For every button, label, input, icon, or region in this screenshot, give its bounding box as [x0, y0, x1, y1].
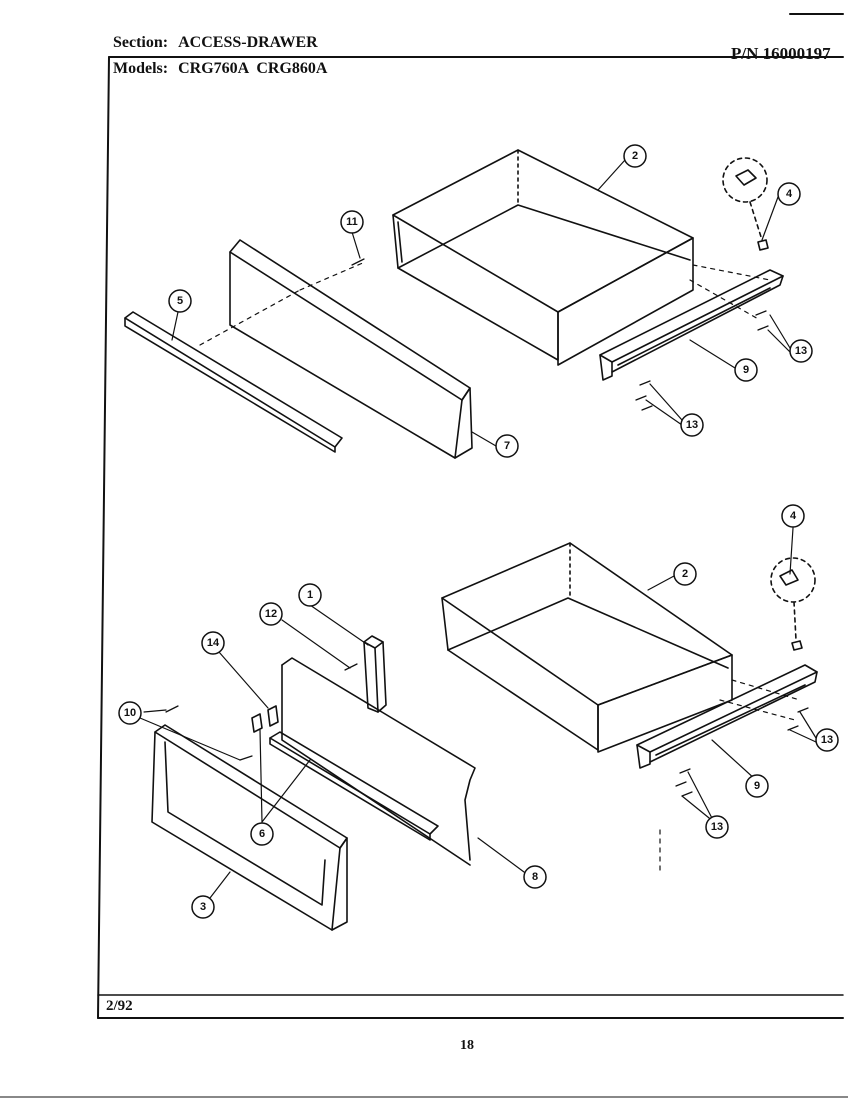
callout-4-top: 4 — [786, 188, 793, 200]
callout-13-bottom-lower: 13 — [711, 821, 723, 833]
drawer-rear-panel — [269, 657, 476, 866]
callout-2-top: 2 — [632, 150, 638, 162]
part-number: P/N 16000197 — [731, 44, 831, 63]
callout-10: 10 — [124, 707, 136, 719]
section-heading: Section: ACCESS-DRAWER — [113, 34, 318, 52]
models-heading: Models: CRG760A CRG860A — [113, 60, 327, 78]
page-number: 18 — [460, 1038, 474, 1053]
drawer-body-bottom — [441, 542, 733, 753]
callout-4-bottom: 4 — [790, 510, 797, 522]
callout-2-bottom: 2 — [682, 568, 688, 580]
section-label: Section: — [113, 34, 169, 51]
callout-9-top: 9 — [743, 364, 749, 376]
callout-13-top-right: 13 — [795, 345, 807, 357]
callout-6: 6 — [259, 828, 265, 840]
page-frame — [0, 13, 848, 1098]
bracket-detail-top — [722, 157, 769, 251]
drawer-front-panel-top — [229, 239, 473, 459]
callout-12: 12 — [265, 608, 277, 620]
revision-date: 2/92 — [106, 998, 133, 1014]
callout-14: 14 — [207, 637, 220, 649]
callout-8: 8 — [532, 871, 538, 883]
support-post — [363, 635, 387, 713]
callout-13-top-lower: 13 — [686, 419, 698, 431]
callout-5: 5 — [177, 295, 183, 307]
callout-3: 3 — [200, 901, 206, 913]
slide-rail-bottom — [636, 664, 818, 769]
callout-1: 1 — [307, 589, 313, 601]
callout-13-bottom-right: 13 — [821, 734, 833, 746]
callout-circles — [118, 144, 839, 919]
models-label: Models: — [113, 60, 169, 77]
bracket-detail-bottom — [770, 557, 816, 651]
leader-lines — [139, 159, 817, 899]
callout-7: 7 — [504, 440, 510, 452]
models-value: CRG760A CRG860A — [178, 60, 328, 77]
hinge-bracket — [251, 705, 279, 733]
trim-strip — [124, 311, 343, 453]
section-value: ACCESS-DRAWER — [178, 34, 318, 51]
drawer-body-top — [392, 149, 694, 366]
callout-11: 11 — [346, 216, 358, 228]
callout-9-bottom: 9 — [754, 780, 760, 792]
slide-rail-top — [599, 269, 784, 381]
drawer-frame — [151, 724, 348, 931]
